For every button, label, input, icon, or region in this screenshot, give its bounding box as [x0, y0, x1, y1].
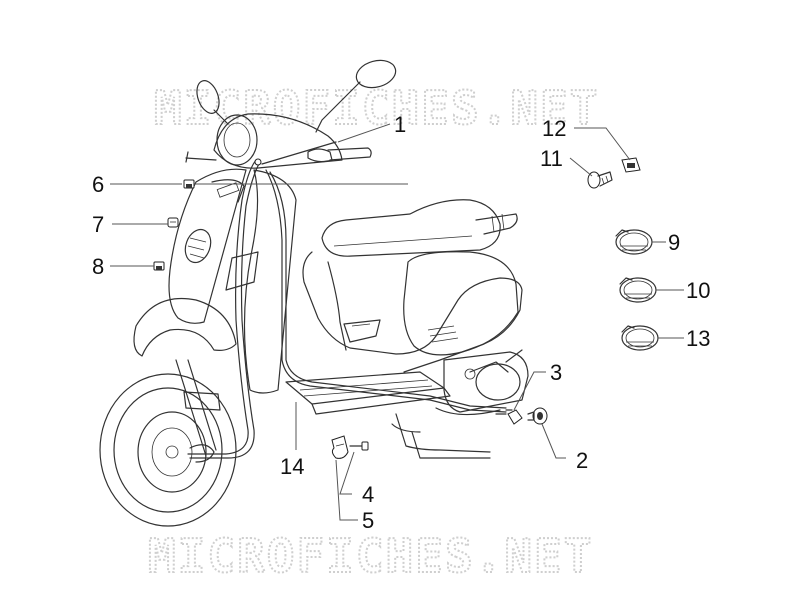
watermark-bottom: MICROFICHES.NET: [148, 529, 593, 583]
handlebar: [185, 113, 372, 169]
callout-6: 6: [92, 172, 104, 197]
callout-10: 10: [686, 278, 710, 303]
callout-4: 4: [362, 482, 374, 507]
part-13-clamp: [621, 325, 659, 351]
part-3-fitting: [495, 409, 523, 425]
callout-1: 1: [394, 112, 406, 137]
part-10-clamp: [619, 277, 657, 303]
watermark-top: MICROFICHES.NET: [154, 81, 599, 135]
callout-labels: 1 2 3 4 5 6 7 8 9 10 11 12 13 14: [92, 112, 710, 533]
callout-11: 11: [540, 146, 563, 171]
callout-9: 9: [668, 230, 680, 255]
part-11-screw: [587, 171, 613, 189]
part-5-bracket: [331, 435, 349, 459]
callout-7: 7: [92, 212, 104, 237]
part-2-grommet: [527, 407, 548, 425]
leader-lines: [110, 123, 684, 521]
scooter-drawing: [99, 59, 529, 527]
front-shield: [168, 168, 297, 394]
callout-8: 8: [92, 254, 104, 279]
part-4-screw: [349, 441, 369, 451]
callout-2: 2: [576, 448, 588, 473]
callout-13: 13: [686, 326, 710, 351]
front-wheel: [99, 297, 237, 527]
callout-3: 3: [550, 360, 562, 385]
seat: [321, 199, 518, 257]
centre-stand: [391, 413, 491, 459]
rear-body: [302, 251, 523, 373]
callout-12: 12: [542, 116, 566, 141]
part-8-clip: [153, 261, 165, 271]
part-6-clip: [183, 179, 195, 189]
left-mirror: [196, 80, 229, 125]
part-9-clamp: [615, 229, 653, 255]
right-mirror: [315, 59, 397, 133]
part-12-nut: [621, 157, 641, 173]
cable-harness: [187, 141, 513, 459]
callout-5: 5: [362, 508, 374, 533]
part-7-clip: [167, 217, 179, 228]
callout-14: 14: [280, 454, 304, 479]
